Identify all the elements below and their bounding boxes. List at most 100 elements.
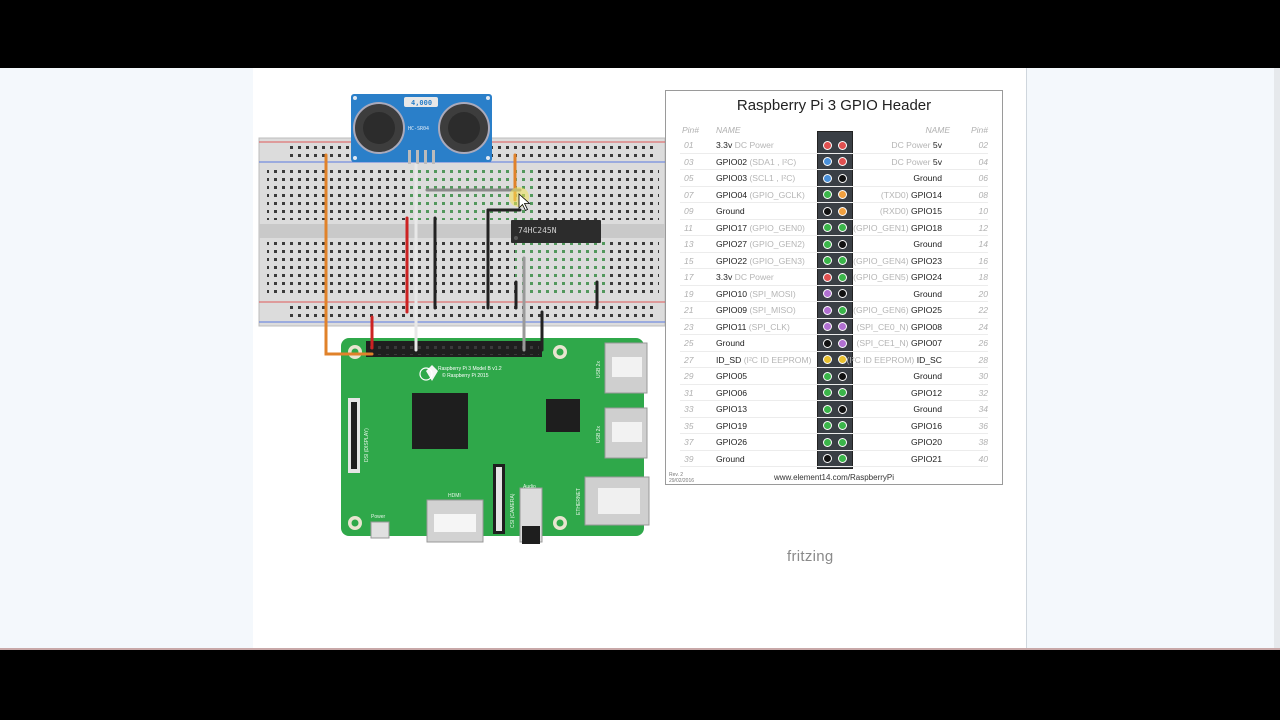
pin-number-left: 19 [684, 288, 694, 299]
ic-chip[interactable] [511, 220, 601, 243]
pin-dot-right [838, 289, 847, 298]
pin-number-right: 12 [978, 222, 988, 233]
pin-dot-left [823, 322, 832, 331]
pin-alt-left: (GPIO_GEN0) [747, 222, 805, 233]
pin-alt-left: DC Power [732, 140, 774, 150]
mouse-cursor-icon [518, 193, 531, 212]
gpio-row: 37 GPIO26 GPIO20 38 [666, 434, 1002, 451]
pin-name-right: GPIO21 [911, 451, 942, 468]
pin-label-left: GPIO26 [716, 437, 748, 447]
pin-name-left: Ground [716, 335, 745, 352]
pin-alt-left: (SCL1 , I²C) [747, 173, 796, 183]
vertical-scrollbar[interactable] [1274, 68, 1280, 648]
pin-label-left: 3.3v [716, 272, 733, 282]
pin-dot-right [838, 223, 847, 232]
pin-number-right: 24 [978, 321, 988, 332]
pin-number-left: 01 [684, 140, 694, 150]
pin-label-right: GPIO14 [910, 189, 942, 200]
row-divider [680, 251, 988, 253]
row-divider [680, 433, 988, 434]
pin-number-right: 06 [978, 173, 988, 183]
pin-label-left: GPIO06 [716, 387, 748, 398]
pin-label-left: GPIO09 [716, 305, 748, 315]
raspberry-pi-board[interactable] [341, 338, 650, 544]
pin-number-right: 38 [978, 437, 988, 447]
pin-name-right: (RXD0) GPIO15 [880, 203, 942, 220]
pin-dot-right [838, 272, 847, 282]
pin-label-right: GPIO23 [910, 255, 942, 266]
pin-name-right: GPIO12 [911, 385, 942, 402]
breadboard[interactable] [258, 137, 666, 327]
pin-label-right: GPIO20 [910, 437, 942, 447]
pin-number-right: 02 [978, 140, 988, 150]
pin-name-right: GPIO16 [911, 418, 942, 435]
pin-label-left: GPIO03 [716, 173, 748, 183]
pin-number-left: 15 [684, 255, 694, 266]
pin-alt-left: (I²C ID EEPROM) [741, 354, 812, 365]
pin-label-left: GPIO10 [716, 288, 748, 299]
pin-number-left: 33 [684, 404, 694, 414]
pin-alt-right: (TXD0) [880, 189, 911, 200]
pin-number-left: 39 [684, 453, 694, 464]
pin-label-left: 3.3v [716, 140, 733, 150]
gpio-title: Raspberry Pi 3 GPIO Header [736, 97, 932, 114]
pin-label-right: GPIO21 [910, 453, 942, 464]
pin-dot-right [838, 305, 847, 315]
col-header-name-left: NAME [716, 125, 741, 135]
pin-number-left: 37 [684, 437, 694, 447]
pin-dot-left [823, 454, 832, 463]
ultrasonic-sensor[interactable] [351, 94, 492, 164]
row-divider [680, 449, 988, 451]
pin-dot-left [823, 239, 832, 249]
jumper-wires[interactable] [324, 153, 599, 356]
pin-dot-left [823, 206, 832, 216]
pin-name-left: Ground [716, 203, 745, 220]
pin-dot-left [823, 371, 832, 381]
pin-name-left: GPIO26 [716, 434, 747, 451]
row-divider [680, 301, 988, 302]
pin-number-right: 20 [978, 288, 988, 299]
hdmi-label: HDMI [448, 493, 461, 499]
canvas-margin-right [1026, 68, 1280, 648]
pin-dot-right [838, 454, 847, 463]
video-top-letterbox [0, 0, 1280, 68]
pin-label-right: GPIO15 [910, 206, 942, 216]
pin-name-left: 3.3v DC Power [716, 137, 774, 154]
pin-alt-right: (GPIO_GEN5) [853, 272, 911, 282]
pin-name-right: (GPIO_GEN6) GPIO25 [853, 302, 942, 319]
row-divider [680, 466, 988, 467]
pin-dot-left [823, 404, 832, 414]
pin-name-left: GPIO19 [716, 418, 747, 435]
pin-alt-right: (SPI_CE1_N) [856, 338, 911, 348]
ic-label: 74HC245N [518, 226, 557, 235]
pin-label-left: GPIO22 [716, 255, 748, 266]
pin-number-right: 08 [978, 189, 988, 200]
pin-name-left: Ground [716, 451, 745, 468]
pin-number-right: 18 [978, 272, 988, 282]
pin-label-right: 5v [932, 140, 942, 150]
pin-alt-right: (SPI_CE0_N) [856, 321, 911, 332]
pin-alt-right: (GPIO_GEN6) [853, 305, 911, 315]
pin-dot-right [838, 338, 847, 348]
row-divider [680, 350, 988, 352]
gpio-pin-strip [817, 131, 853, 469]
col-header-pin-right: Pin# [970, 125, 988, 135]
row-divider [680, 268, 988, 269]
pin-dot-left [823, 272, 832, 282]
pin-dot-right [838, 239, 847, 249]
pin-name-left: GPIO03 (SCL1 , I²C) [716, 170, 795, 187]
pin-dot-right [838, 371, 847, 381]
pin-dot-left [823, 223, 832, 232]
gpio-rev: Rev. 2 [669, 472, 684, 478]
pin-name-right: (GPIO_GEN5) GPIO24 [853, 269, 942, 286]
gpio-revision: Rev. 2 29/02/2016 [669, 472, 694, 484]
pin-name-left: GPIO09 (SPI_MISO) [716, 302, 796, 319]
pin-dot-right [838, 157, 847, 166]
